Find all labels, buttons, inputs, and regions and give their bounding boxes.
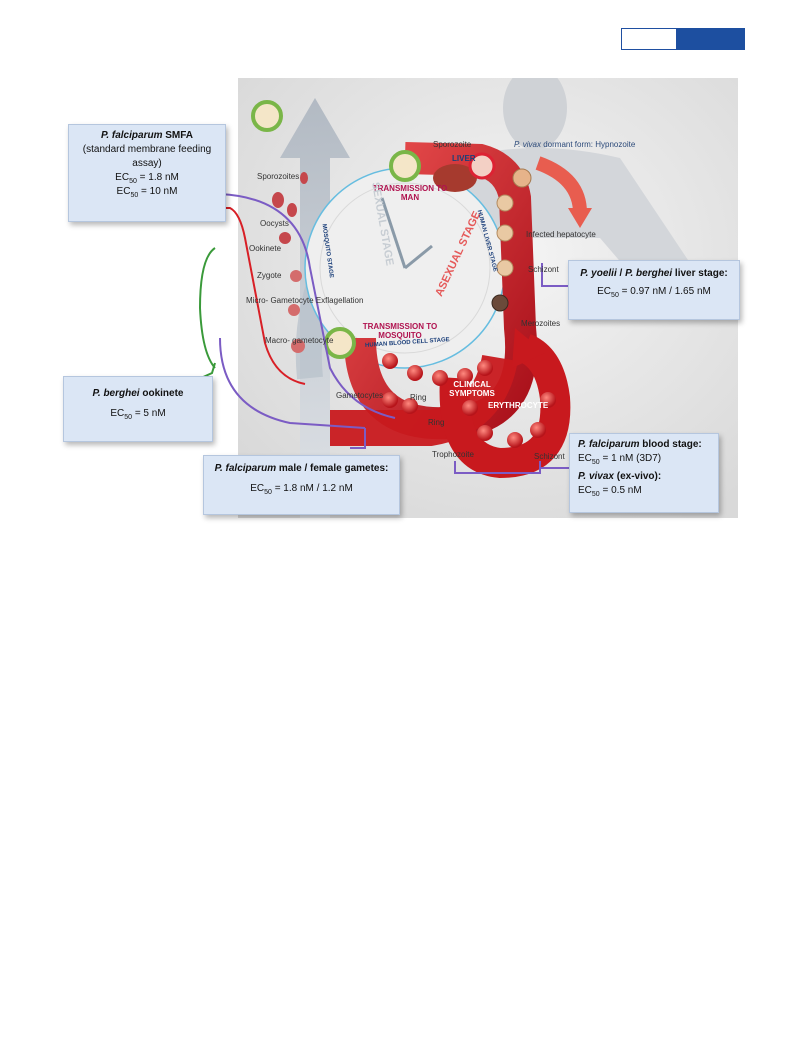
merozoites-label: Merozoites (521, 319, 561, 328)
sporozoites-label: Sporozoites (257, 172, 300, 181)
schizont-blood-label: Schizont (534, 452, 565, 461)
gametes-box: P. falciparum male / female gametes: EC5… (203, 455, 400, 515)
gametes-purple-arc (219, 337, 366, 429)
mosquito-icon-top (251, 100, 283, 132)
header-tab-white (621, 28, 677, 50)
liver-organ (433, 164, 477, 192)
blood-cycle-loop (439, 334, 571, 479)
clock-hand-short (404, 244, 433, 270)
liver-connector (541, 263, 570, 287)
macro-gametocyte-label: Macro- gametocyte (265, 336, 334, 345)
oocysts-label: Oocysts (260, 219, 289, 228)
vivax-ec50: EC50 = 0.5 nM (578, 485, 642, 498)
transmission-to-man-label: TRANSMISSION TO MAN (372, 184, 448, 202)
vivax-hypnozoite-label: P. vivax dormant form: Hypnozoite (514, 140, 636, 149)
smfa-assay: SMFA (165, 130, 194, 141)
mosquito-icon-bite (389, 150, 421, 182)
trophozoite-label: Trophozoite (432, 450, 474, 459)
blood-ec50: EC50 = 1 nM (3D7) (578, 453, 662, 466)
blood-stage-box: P. falciparum blood stage: EC50 = 1 nM (… (569, 433, 719, 513)
smfa-box: P. falciparum SMFA (standard membrane fe… (68, 124, 226, 222)
gametes-ec50: EC50 = 1.8 nM / 1.2 nM (250, 483, 353, 496)
smfa-ec50-2: EC50 = 10 nM (116, 186, 178, 199)
smfa-subtitle-1: (standard membrane feeding (82, 144, 212, 155)
smfa-red-line (185, 207, 306, 385)
human-head-silhouette (503, 78, 567, 150)
mosquito-stage-cells (272, 172, 308, 353)
sporozoite-label: Sporozoite (433, 140, 472, 149)
smfa-species: P. falciparum (100, 130, 163, 141)
ring-label-1: Ring (410, 393, 427, 402)
infected-hepatocyte-label: Infected hepatocyte (526, 230, 596, 239)
liver-ec50: EC50 = 0.97 nM / 1.65 nM (597, 286, 711, 299)
smfa-purple-line (185, 193, 396, 419)
liver-label: LIVER (452, 154, 476, 163)
gametocytes-label: Gametocytes (336, 391, 384, 400)
blood-cells (382, 353, 556, 448)
clinical-symptoms-label: CLINICAL SYMPTOMS (449, 380, 495, 398)
ring-label-2: Ring (428, 418, 445, 427)
ookinete-box: P. berghei ookinete EC50 = 5 nM (63, 376, 213, 442)
micro-gametocyte-label: Micro- Gametocyte Exflagellation (246, 296, 364, 305)
header-tab-blue (677, 28, 745, 50)
schizont-liver-label: Schizont (528, 265, 559, 274)
ookinete-green-arc (198, 247, 216, 369)
transmission-to-mosquito-label: TRANSMISSION TO MOSQUITO (362, 322, 438, 340)
zygote-label: Zygote (257, 271, 282, 280)
liver-cells (491, 168, 532, 312)
ookinete-label: Ookinete (249, 244, 282, 253)
smfa-subtitle-2: assay) (132, 158, 162, 169)
clock-hand-long (380, 197, 407, 269)
liver-icon-ring (468, 152, 496, 180)
smfa-ec50-1: EC50 = 1.8 nM (115, 172, 179, 185)
erythrocyte-label: ERYTHROCYTE (488, 401, 549, 410)
liver-stage-box: P. yoelii / P. berghei liver stage: EC50… (568, 260, 740, 320)
ookinete-ec50: EC50 = 5 nM (110, 408, 166, 421)
